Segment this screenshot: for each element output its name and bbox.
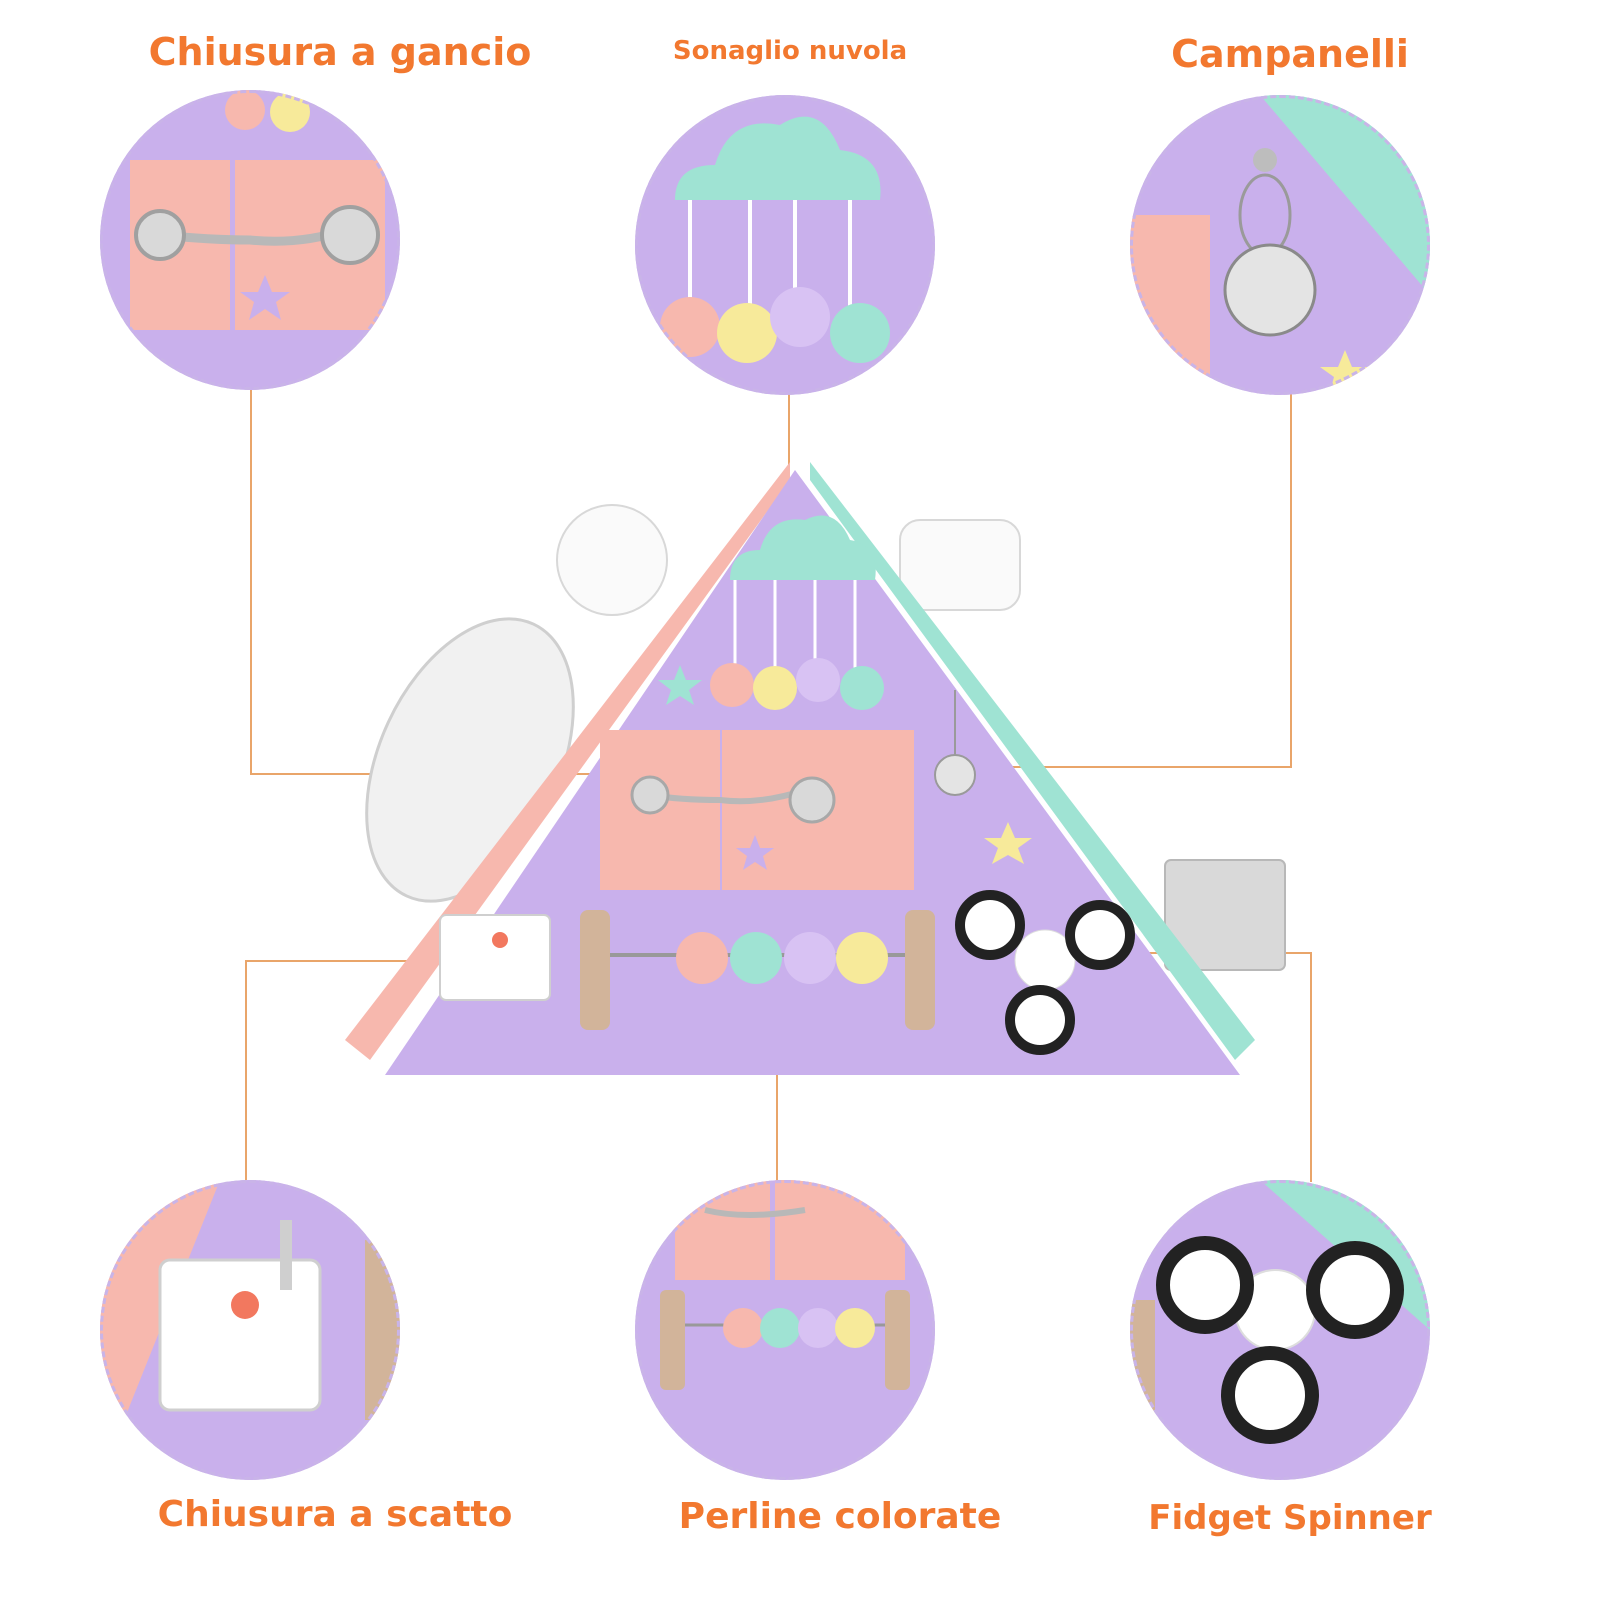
connector-snap-latch [245,960,247,1180]
side-switch [899,519,1021,611]
label-cloud-rattle: Sonaglio nuvola [672,36,908,66]
star-icon [658,665,702,705]
cloud-bead-pink [710,663,754,707]
dashed-ring [1130,1180,1430,1480]
abacus-post-left [580,910,610,1030]
cloud-bead-lilac [796,658,840,702]
label-snap-latch: Chiusura a scatto [157,1494,513,1535]
connector-bells-h [970,766,1292,768]
dashed-ring [100,1180,400,1480]
dashed-ring [100,90,400,390]
abacus-bead-yellow [836,932,888,984]
star-icon [736,835,774,870]
hook-eye-icon [788,776,836,824]
pink-edge [345,462,790,1060]
snap-latch-button [492,932,508,948]
connector-snap-latch-h [245,960,485,962]
dashed-ring [1130,95,1430,395]
label-colored-beads: Perline colorate [678,1496,1002,1537]
star-icon [984,822,1032,864]
cloud-bead-mint [840,666,884,710]
label-bells: Campanelli [1171,32,1409,76]
connector-spinner [1310,952,1312,1182]
label-hook-latch: Chiusura a gancio [148,30,532,74]
dashed-ring [635,95,935,395]
bell-icon [934,754,976,796]
abacus-bead-pink [676,932,728,984]
hook-eye-icon [630,775,670,815]
dashed-ring [635,1180,935,1480]
side-lock-box [1164,859,1286,971]
hook-latch-icon [649,787,806,805]
label-fidget-spinner: Fidget Spinner [1148,1498,1432,1538]
mint-edge [810,462,1255,1060]
snap-latch-icon [439,914,551,1001]
cloud-bead-yellow [753,666,797,710]
abacus-post-right [905,910,935,1030]
abacus-bead-mint [730,932,782,984]
connector-hook-latch [250,390,252,775]
fidget-spinner-icon [955,890,1135,1055]
abacus-bead-lilac [784,932,836,984]
connector-bells [1290,390,1292,768]
side-clock [556,504,668,616]
cloud-icon [730,515,876,580]
